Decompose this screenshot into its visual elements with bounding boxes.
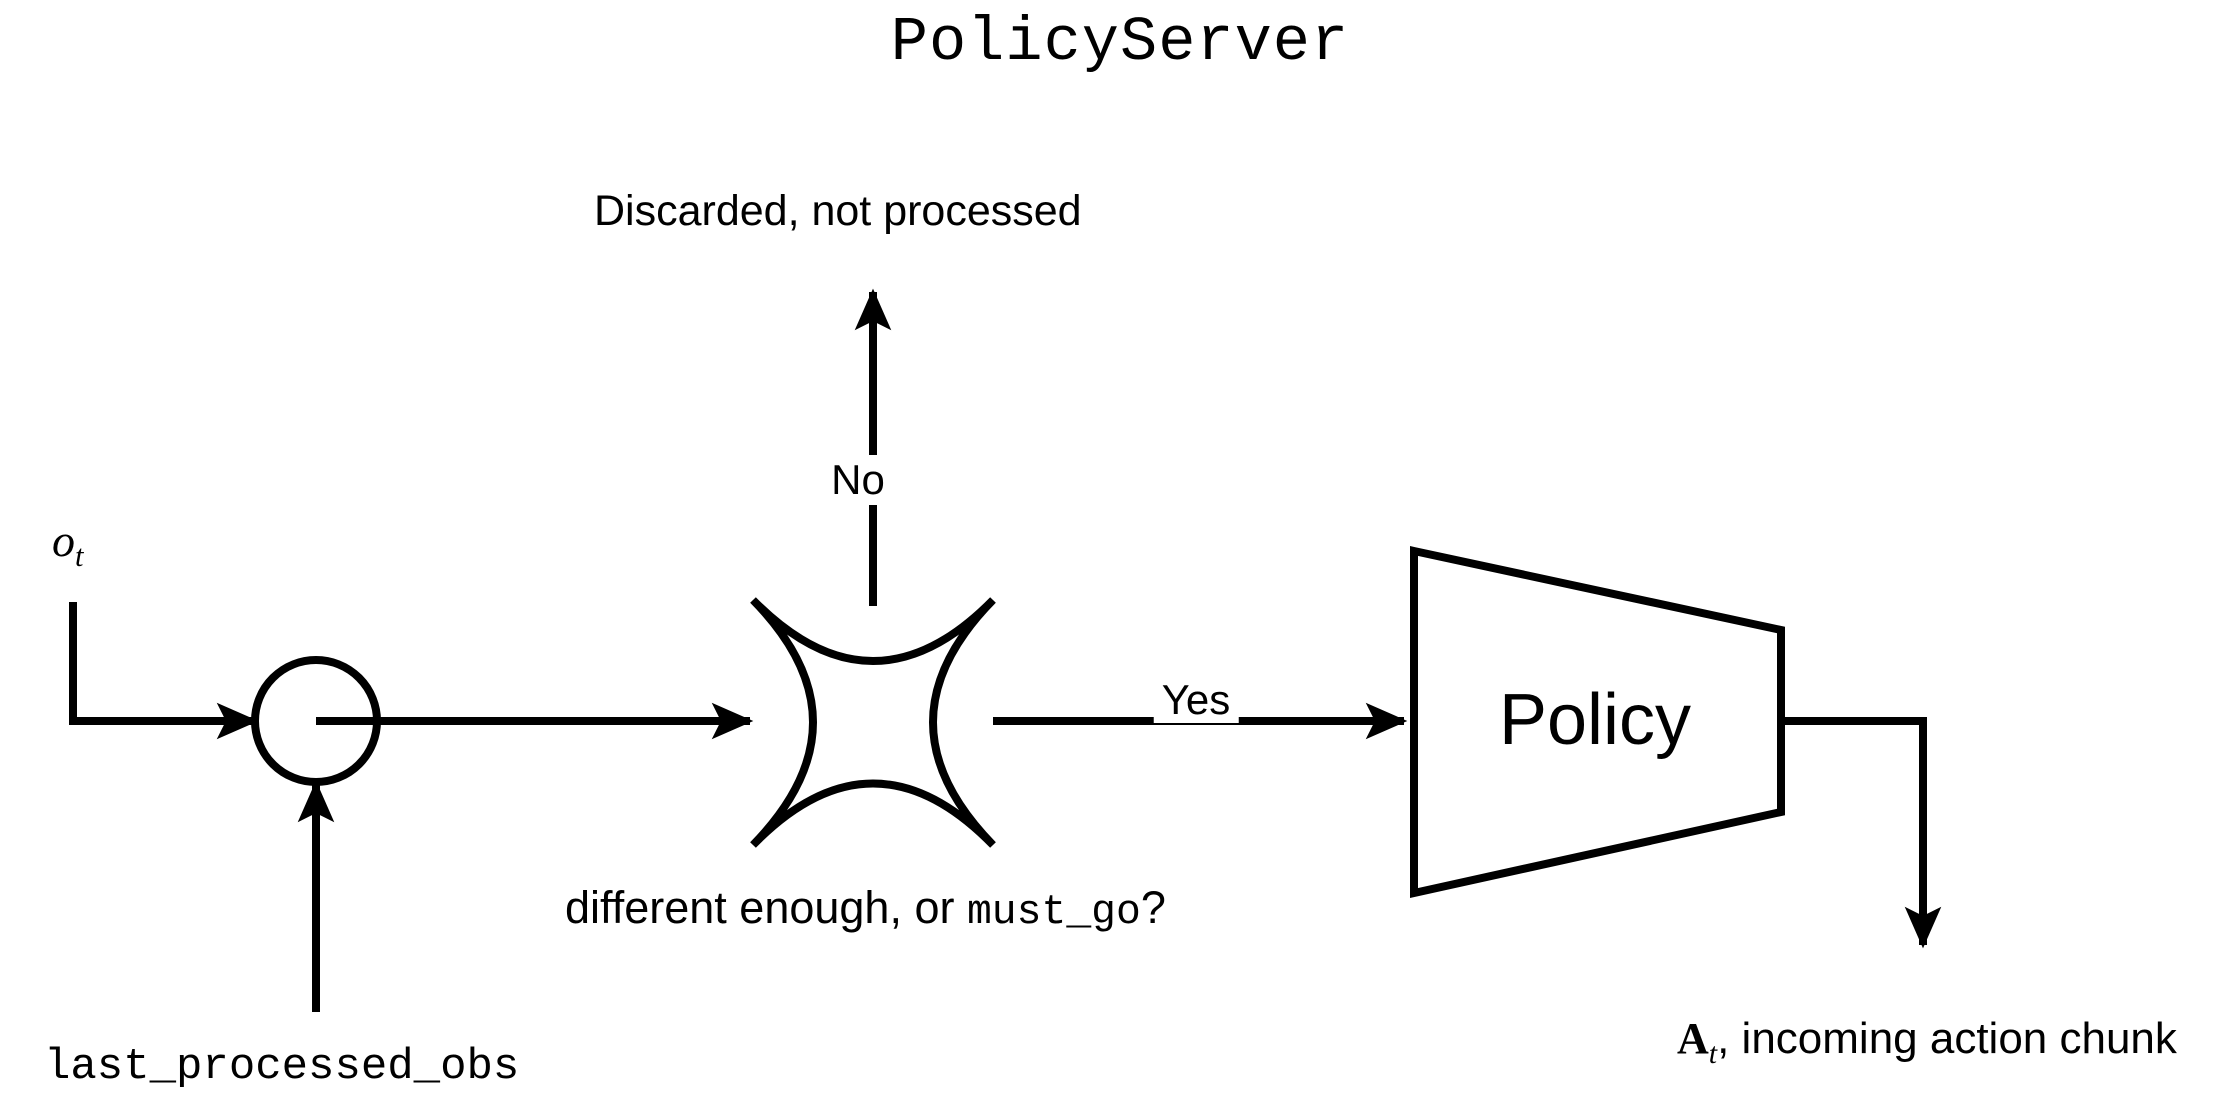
action-chunk-symbol: A — [1677, 1014, 1709, 1063]
decision-caption-prefix: different enough, or — [565, 882, 967, 933]
edge-label-yes: Yes — [1153, 677, 1239, 723]
decision-node-shape — [750, 597, 996, 848]
discarded-note: Discarded, not processed — [594, 187, 1082, 235]
decision-caption: different enough, or must_go? — [565, 885, 1166, 934]
observation-symbol: o — [52, 515, 75, 566]
edge-label-no: No — [825, 455, 891, 505]
observation-label: ot — [52, 518, 83, 572]
edge-obs-to-junction — [69, 602, 259, 740]
action-chunk-subscript: t — [1708, 1036, 1718, 1070]
observation-subscript: t — [75, 539, 84, 574]
policy-block-shape — [1410, 546, 1785, 898]
edge-policy-to-action — [1781, 717, 1942, 949]
page-title: PolicyServer — [890, 7, 1350, 78]
last-processed-obs-label: last_processed_obs — [44, 1042, 520, 1092]
action-chunk-text: , incoming action chunk — [1717, 1014, 2177, 1063]
decision-caption-code: must_go — [966, 890, 1141, 936]
action-chunk-label: At, incoming action chunk — [1677, 1017, 2177, 1069]
decision-caption-suffix: ? — [1140, 882, 1166, 933]
policy-block-label: Policy — [1498, 680, 1692, 760]
